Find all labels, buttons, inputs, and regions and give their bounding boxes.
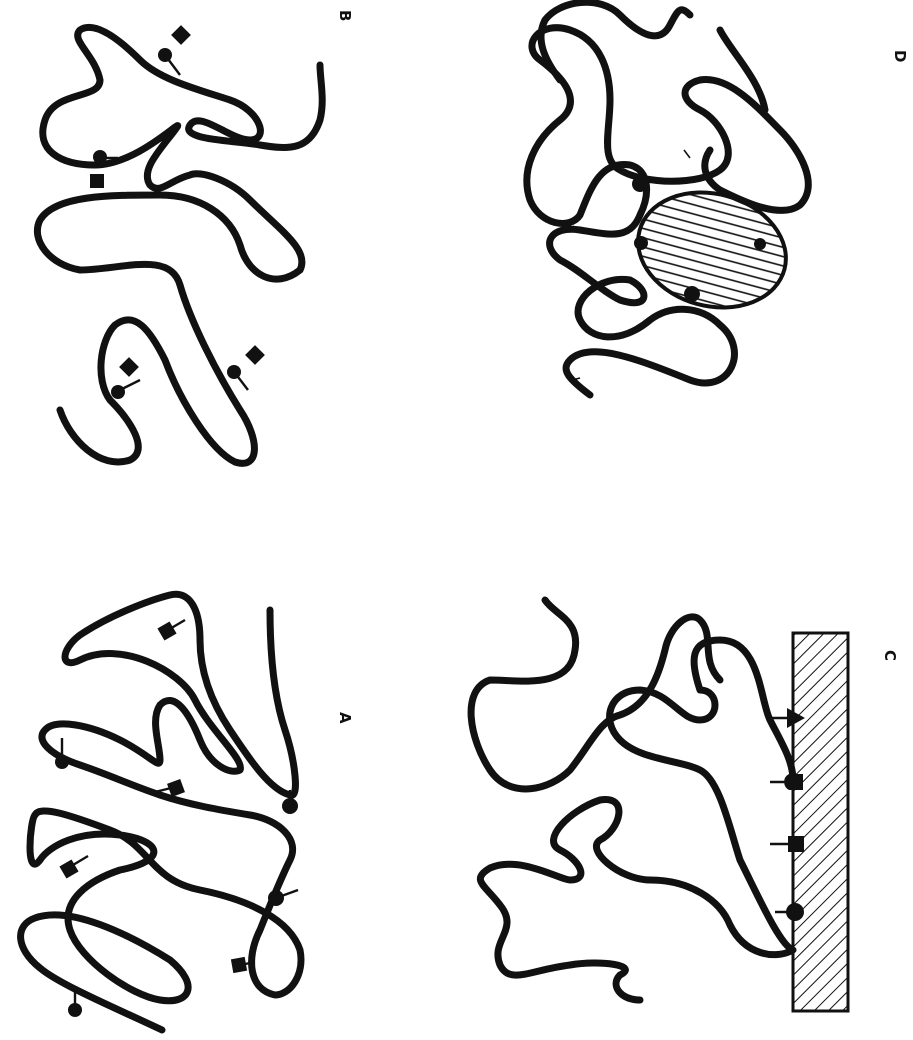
- residue-circle: [111, 385, 125, 399]
- residue-circle: [282, 798, 298, 814]
- residue-circle: [158, 48, 172, 62]
- residue-circle: [754, 238, 766, 250]
- residue-circle: [268, 890, 284, 906]
- residue-circle: [93, 150, 107, 164]
- residue-circle: [632, 176, 648, 192]
- residue-square: [245, 345, 265, 365]
- residue-square: [167, 779, 185, 797]
- panel-label-c: C: [881, 650, 899, 661]
- panel-c: C: [471, 600, 899, 1011]
- panel-c-surface: [793, 633, 848, 1011]
- residue-square: [171, 25, 191, 45]
- residue-square: [119, 357, 139, 377]
- panel-d: D: [527, 2, 909, 395]
- residue-cup: [784, 774, 803, 790]
- residue-square: [157, 621, 176, 640]
- residue-square: [788, 836, 804, 852]
- residue-circle: [55, 755, 69, 769]
- residue-circle: [227, 365, 241, 379]
- panel-a: A: [21, 594, 354, 1030]
- residue-square: [231, 957, 247, 973]
- residue-circle: [68, 1003, 82, 1017]
- panel-b: B: [37, 10, 354, 463]
- residue-circle: [634, 236, 648, 250]
- panel-label-b: B: [336, 10, 354, 21]
- residue-circle: [786, 903, 804, 921]
- residue-circle: [684, 286, 700, 302]
- panel-a-chain: [21, 594, 301, 1030]
- panel-b-chain: [37, 27, 322, 463]
- panel-c-chain: [480, 640, 793, 1000]
- panel-d-ligand: [625, 176, 799, 323]
- residue-square: [90, 174, 104, 188]
- panel-d-chain-top: [541, 2, 765, 110]
- panel-label-a: A: [336, 712, 354, 724]
- panel-label-d: D: [891, 50, 909, 62]
